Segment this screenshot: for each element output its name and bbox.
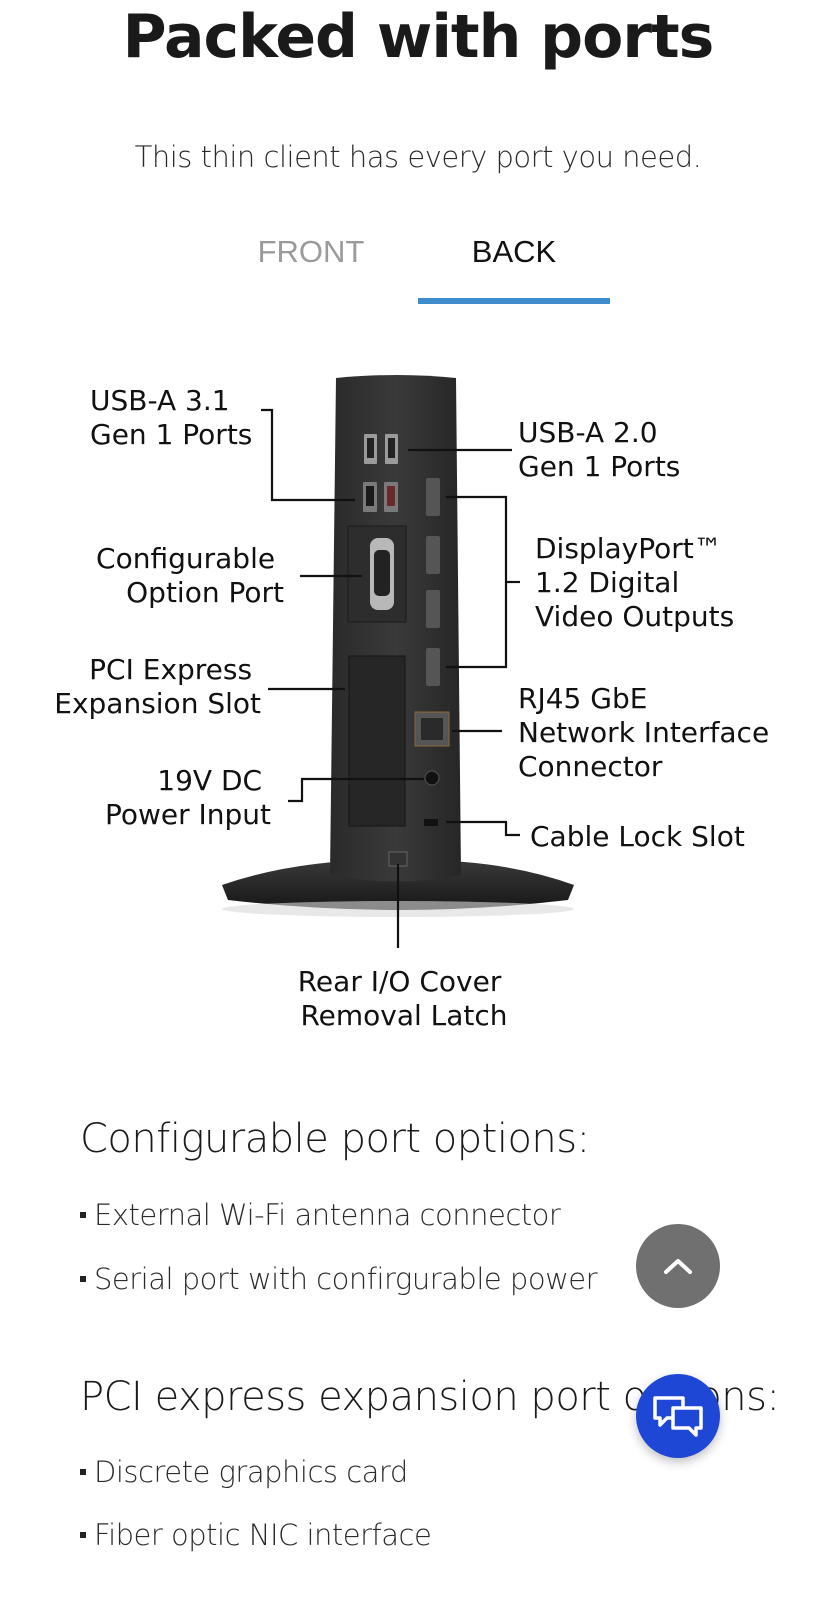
bullet-dot [80, 1469, 86, 1475]
label-io-latch: Rear I/O Cover Removal Latch [298, 965, 511, 1032]
bullet-dot [80, 1212, 86, 1218]
label-cable-lock: Cable Lock Slot [530, 820, 745, 853]
list-item: Fiber optic NIC interface [80, 1518, 432, 1552]
label-pci-slot: PCI Express Expansion Slot [54, 653, 261, 720]
chat-button[interactable] [636, 1374, 720, 1458]
thin-client-back-image: USB-A 3.1 Gen 1 Ports Configurable Optio… [54, 375, 778, 1032]
callout-lines [261, 408, 520, 948]
tab-back[interactable]: BACK [418, 226, 610, 304]
tab-front[interactable]: FRONT [257, 234, 365, 269]
label-usb31: USB-A 3.1 Gen 1 Ports [90, 384, 252, 451]
label-option-port: Configurable Option Port [96, 542, 284, 609]
list-item: Serial port with confirgurable power [80, 1262, 598, 1296]
page-title: Packed with ports [122, 2, 715, 72]
section-title-configurable: Configurable port options: [80, 1116, 590, 1162]
label-displayport: DisplayPort™ 1.2 Digital Video Outputs [535, 532, 734, 633]
list-item: External Wi-Fi antenna connector [80, 1198, 561, 1232]
list-item: Discrete graphics card [80, 1455, 408, 1489]
chevron-up-icon [664, 1259, 692, 1274]
bullet-dot [80, 1276, 86, 1282]
label-usb20: USB-A 2.0 Gen 1 Ports [518, 416, 680, 483]
scroll-to-top-button[interactable] [636, 1224, 720, 1308]
device-body [330, 375, 461, 882]
label-rj45: RJ45 GbE Network Interface Connector [518, 682, 778, 783]
chat-bubbles-icon [653, 1396, 703, 1437]
label-power-input: 19V DC Power Input [105, 764, 271, 831]
back-ports-diagram: USB-A 3.1 Gen 1 Ports Configurable Optio… [0, 360, 836, 1060]
page-subtitle: This thin client has every port you need… [134, 140, 702, 174]
view-tabs: FRONT BACK [0, 226, 836, 308]
bullet-dot [80, 1532, 86, 1538]
